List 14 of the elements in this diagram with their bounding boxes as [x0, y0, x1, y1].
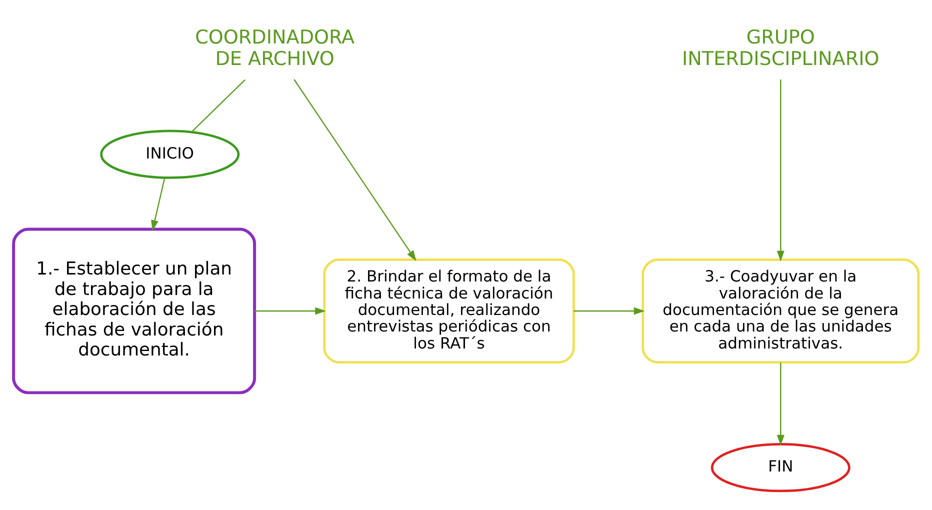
arrow [776, 79, 784, 261]
node-box: 2. Brindar el formato de la ficha técnica de valoración documental, realizando entrevistas periódicas con los RAT´s [323, 258, 575, 363]
arrow [254, 306, 326, 314]
node-text: GRUPO INTERDISCIPLINARIO [682, 26, 880, 70]
node-box: 3.- Coadyuvar en la valoración de la documentación que se genera en cada una de las unidades administrativas. [642, 258, 920, 363]
arrow [776, 362, 784, 446]
arrow [151, 177, 166, 230]
node-text: COORDINADORA DE ARCHIVO [195, 26, 355, 70]
node-ellipse: INICIO [100, 129, 240, 178]
node-ellipse: FIN [710, 442, 850, 492]
node-box: 1.- Establecer un plan de trabajo para la elaboración de las fichas de valoración documental. [12, 227, 256, 394]
arrow [574, 306, 645, 314]
connector [191, 78, 246, 132]
arrow [294, 78, 416, 261]
